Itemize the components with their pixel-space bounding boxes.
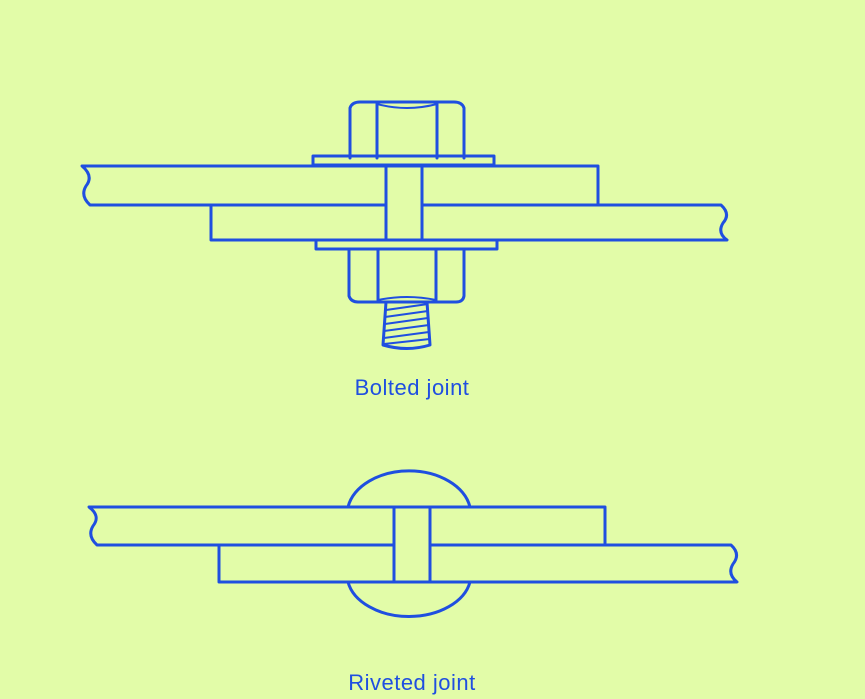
upper-washer xyxy=(311,154,496,167)
riveted-upper-plate xyxy=(87,505,607,547)
bolted-joint: Bolted joint xyxy=(80,100,729,400)
rivet-shank xyxy=(392,505,432,584)
riveted-joint: Riveted joint xyxy=(87,469,739,695)
rivet-upper-head xyxy=(346,469,472,509)
bolt-head xyxy=(348,100,466,160)
bolt-shank xyxy=(384,164,424,242)
riveted-lower-plate xyxy=(217,543,739,584)
riveted-joint-caption: Riveted joint xyxy=(348,670,476,695)
bolted-joint-caption: Bolted joint xyxy=(355,375,470,400)
nut xyxy=(347,247,466,304)
bolted-lower-plate xyxy=(209,203,729,242)
bolt-thread xyxy=(381,300,432,350)
bolted-upper-plate xyxy=(80,164,600,207)
rivet-lower-head xyxy=(346,580,472,618)
lower-washer xyxy=(314,238,499,251)
